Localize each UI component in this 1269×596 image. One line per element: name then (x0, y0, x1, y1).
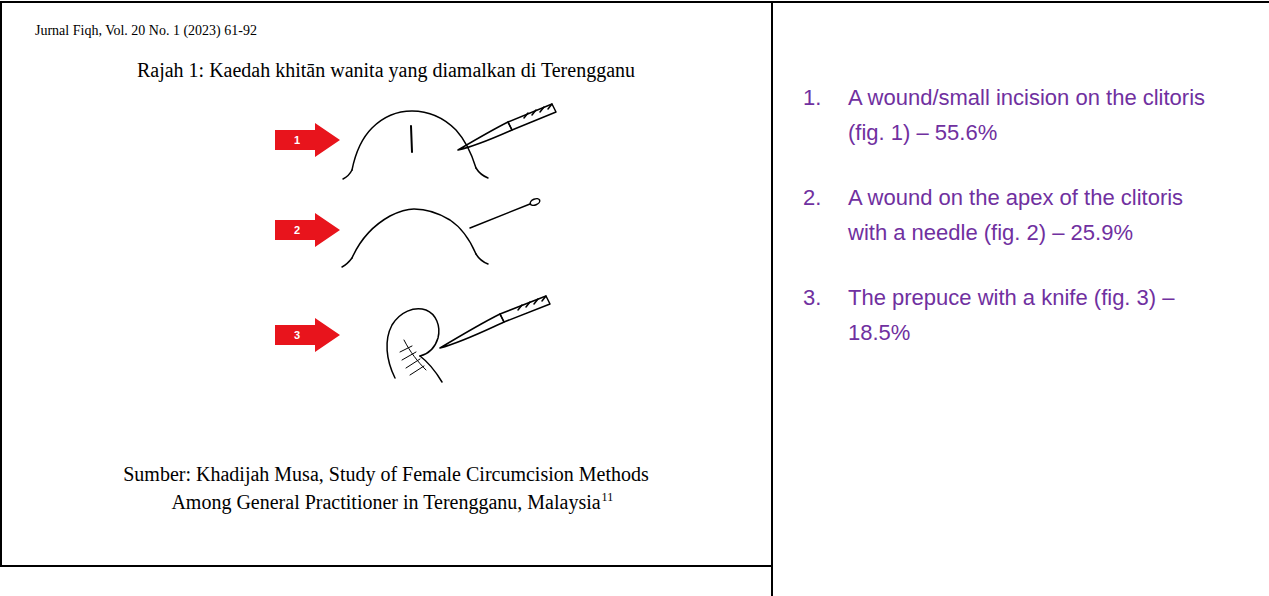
figure-caption: Sumber: Khadijah Musa, Study of Female C… (106, 460, 666, 516)
table-border (0, 2, 2, 566)
clitoris-outline (352, 209, 476, 258)
scalpel-handle (518, 305, 522, 310)
prepuce-shading (400, 346, 412, 352)
prepuce-outline (420, 356, 442, 382)
scalpel-handle (524, 113, 528, 118)
footnote-mark: 11 (602, 490, 614, 504)
callout-number: 3 (287, 328, 307, 342)
callout-number: 1 (287, 133, 307, 147)
callout-number: 2 (287, 223, 307, 237)
table-border (0, 1, 1269, 3)
list-marker: 1. (803, 80, 821, 115)
clitoris-outline (476, 168, 488, 178)
scalpel-handle (540, 107, 544, 112)
scalpel-handle (500, 296, 550, 322)
table-border (0, 565, 773, 567)
clitoris-outline (352, 111, 476, 170)
incision-mark (411, 126, 412, 152)
red-arrow (275, 123, 340, 157)
scalpel-handle (532, 110, 536, 115)
red-arrow (275, 213, 340, 247)
scalpel-blade (440, 314, 504, 348)
journal-header: Jurnal Fiqh, Vol. 20 No. 1 (2023) 61-92 (35, 22, 257, 40)
prepuce-shading (410, 366, 424, 375)
scalpel-handle (526, 302, 530, 307)
list-item: A wound on the apex of the clitoris with… (848, 180, 1208, 250)
needle-eye (529, 197, 541, 206)
red-arrow (275, 318, 340, 352)
clitoris-outline (343, 170, 352, 179)
clitoris-outline (476, 254, 488, 264)
list-marker: 3. (803, 280, 821, 315)
scalpel-handle (508, 104, 556, 130)
prepuce-shading (406, 359, 420, 368)
scalpel-handle (542, 296, 546, 301)
list-marker: 2. (803, 180, 821, 215)
prepuce-shading (402, 352, 416, 360)
prepuce-shading (404, 340, 426, 370)
list-item: A wound/small incision on the clitoris (… (848, 80, 1208, 150)
list-item: The prepuce with a knife (fig. 3) – 18.5… (848, 280, 1208, 350)
figure-title: Rajah 1: Kaedah khitān wanita yang diama… (0, 58, 772, 82)
table-border (771, 2, 773, 596)
scalpel-handle (534, 299, 538, 304)
scalpel-blade (458, 122, 512, 150)
clitoris-outline (342, 258, 352, 267)
needle (470, 204, 530, 228)
scalpel-handle (548, 104, 552, 109)
